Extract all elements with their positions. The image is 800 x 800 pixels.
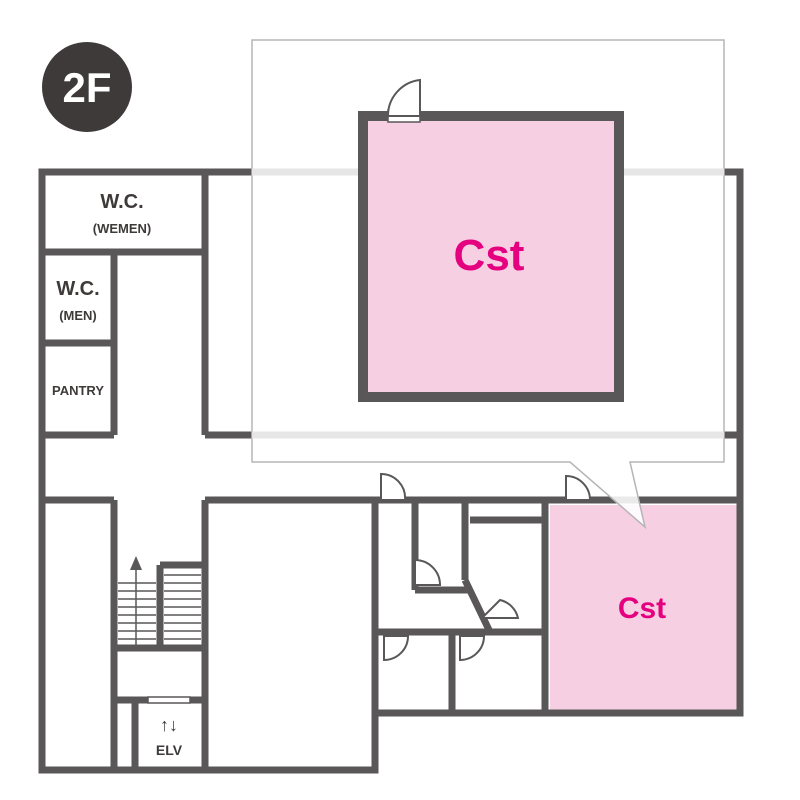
wc-men-label: W.C. xyxy=(56,278,99,300)
wc-women-label: W.C. xyxy=(100,191,143,213)
door xyxy=(414,558,442,586)
door xyxy=(380,472,407,501)
outer-wall xyxy=(38,168,744,774)
wall xyxy=(461,578,494,634)
door xyxy=(459,635,486,662)
wc-men-sublabel: (MEN) xyxy=(59,308,97,323)
stair-start-dot xyxy=(132,644,140,652)
door xyxy=(479,598,520,619)
floor-badge-circle xyxy=(42,42,132,132)
wc-women-sublabel: (WEMEN) xyxy=(93,221,152,236)
callout-room xyxy=(358,111,624,402)
elevator-label: ELV xyxy=(156,742,183,758)
callout-door xyxy=(386,78,421,117)
floor-badge-label: 2F xyxy=(62,64,111,111)
highlighted-room-fill xyxy=(550,505,740,713)
stair-arrow-icon xyxy=(130,556,142,570)
zoom-callout: Cst xyxy=(251,39,725,530)
highlighted-room-label: Cst xyxy=(618,592,666,625)
pantry-label: PANTRY xyxy=(52,383,104,398)
elevator-door xyxy=(147,696,191,704)
doors xyxy=(147,472,592,704)
door xyxy=(383,635,410,662)
floor-badge: 2F xyxy=(42,42,132,132)
stairs xyxy=(118,556,201,652)
callout-room-label: Cst xyxy=(454,231,525,280)
elevator-arrows-icon: ↑↓ xyxy=(160,715,178,735)
door xyxy=(565,474,592,501)
